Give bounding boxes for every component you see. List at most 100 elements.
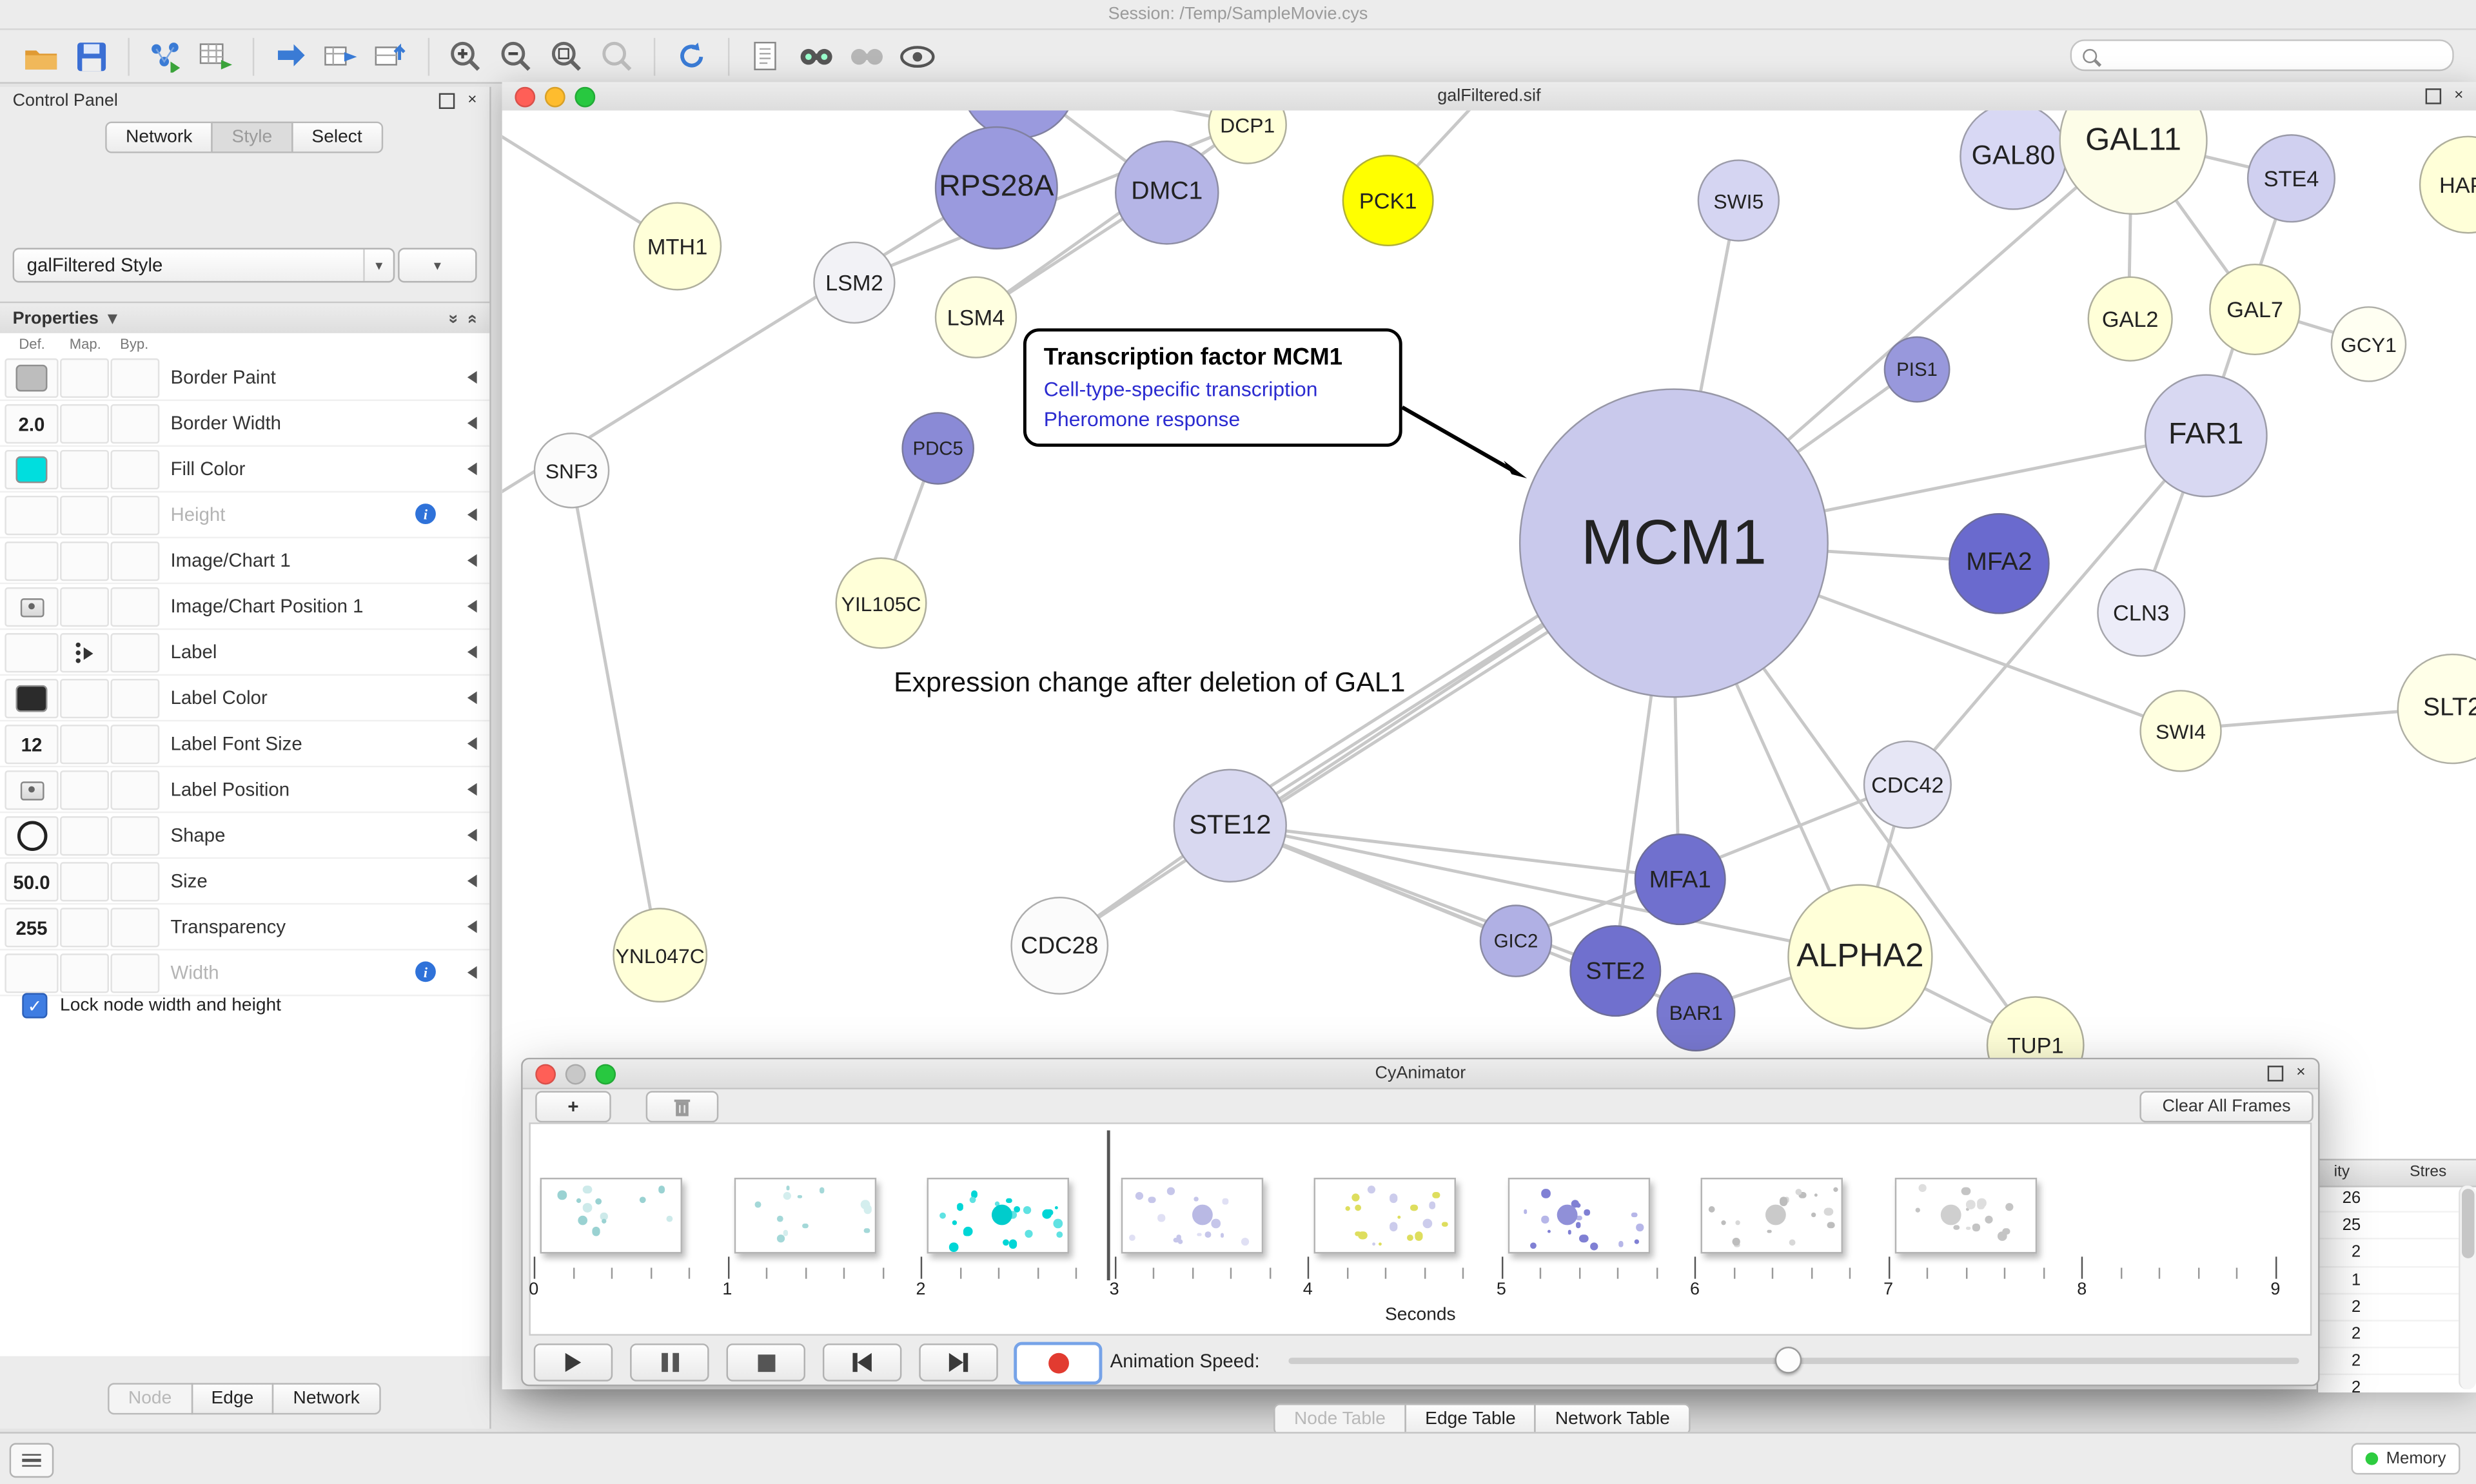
network-node-gal2[interactable]: GAL2	[2087, 276, 2173, 362]
mapping-cell[interactable]	[60, 725, 109, 765]
mapping-cell[interactable]	[60, 358, 109, 398]
mapping-cell[interactable]	[60, 908, 109, 948]
expand-row-icon[interactable]	[467, 416, 477, 430]
playhead[interactable]	[1106, 1130, 1110, 1281]
default-cell[interactable]: 2.0	[5, 404, 59, 444]
bypass-cell[interactable]	[110, 542, 160, 581]
frame-thumbnail-0[interactable]	[540, 1177, 682, 1254]
default-cell[interactable]: 50.0	[5, 862, 59, 902]
lock-size-row[interactable]: ✓ Lock node width and height	[22, 993, 281, 1019]
table-row[interactable]: 25	[2318, 1213, 2459, 1240]
mapping-cell[interactable]	[60, 816, 109, 856]
property-row-image-chart-1[interactable]: Image/Chart 1	[0, 538, 490, 585]
network-node-gcy1[interactable]: GCY1	[2330, 306, 2407, 382]
property-row-label-color[interactable]: Label Color	[0, 676, 490, 722]
export-network-icon[interactable]	[270, 35, 311, 77]
network-node-mcm1[interactable]: MCM1	[1518, 388, 1829, 698]
table-row[interactable]: 2	[2318, 1349, 2459, 1376]
table-header-row[interactable]: ity Stres	[2318, 1158, 2476, 1187]
property-row-label[interactable]: Label	[0, 630, 490, 676]
expand-row-icon[interactable]	[467, 966, 477, 979]
property-row-label-position[interactable]: Label Position	[0, 767, 490, 814]
network-node-cdc28[interactable]: CDC28	[1010, 897, 1109, 995]
bypass-cell[interactable]	[110, 404, 160, 444]
mapping-cell[interactable]	[60, 542, 109, 581]
expand-row-icon[interactable]	[467, 371, 477, 384]
default-cell[interactable]	[5, 542, 59, 581]
default-cell[interactable]	[5, 495, 59, 536]
network-node-ynl047c[interactable]: YNL047C	[613, 908, 708, 1003]
find-next-icon[interactable]	[847, 35, 888, 77]
network-node-bar1[interactable]: BAR1	[1656, 972, 1736, 1052]
property-row-border-paint[interactable]: Border Paint	[0, 355, 490, 402]
default-cell[interactable]	[5, 953, 59, 993]
expand-row-icon[interactable]	[467, 874, 477, 888]
float-window-icon[interactable]	[439, 93, 455, 109]
table-row[interactable]: 2	[2318, 1322, 2459, 1349]
property-row-image-chart-position-1[interactable]: Image/Chart Position 1	[0, 584, 490, 630]
zoom-in-icon[interactable]	[446, 35, 487, 77]
default-cell[interactable]	[5, 816, 59, 856]
table-row[interactable]: 2	[2318, 1376, 2459, 1392]
network-node-lsm2[interactable]: LSM2	[813, 241, 896, 324]
frame-thumbnail-1[interactable]	[733, 1177, 876, 1254]
table-scrollbar[interactable]	[2459, 1186, 2476, 1390]
zoom-fit-icon[interactable]	[546, 35, 587, 77]
network-node-ste12[interactable]: STE12	[1173, 768, 1287, 883]
delete-frame-button[interactable]	[645, 1091, 719, 1123]
network-node-pck1[interactable]: PCK1	[1342, 155, 1434, 247]
frame-thumbnail-4[interactable]	[1314, 1177, 1457, 1254]
tab-node[interactable]: Node	[108, 1383, 193, 1415]
mapping-cell[interactable]	[60, 953, 109, 993]
network-node-pdc5[interactable]: PDC5	[901, 412, 975, 485]
table-row[interactable]: 26	[2318, 1186, 2459, 1213]
default-cell[interactable]	[5, 679, 59, 719]
network-node-cdc42[interactable]: CDC42	[1863, 740, 1952, 829]
style-options-button[interactable]: ▾	[398, 248, 477, 283]
checkbox-checked-icon[interactable]: ✓	[22, 993, 48, 1019]
default-cell[interactable]	[5, 587, 59, 627]
annotation-link[interactable]: Cell-type-specific transcription	[1043, 377, 1318, 402]
mapping-cell[interactable]	[60, 862, 109, 902]
frame-thumbnail-6[interactable]	[1701, 1177, 1843, 1254]
find-first-icon[interactable]	[796, 35, 837, 77]
pause-button[interactable]	[630, 1343, 709, 1381]
bypass-cell[interactable]	[110, 725, 160, 765]
zoom-traffic-light[interactable]	[575, 86, 596, 107]
expand-row-icon[interactable]	[467, 645, 477, 659]
float-window-icon[interactable]	[2268, 1066, 2284, 1082]
mapping-cell[interactable]	[60, 633, 109, 673]
network-node-dmc1[interactable]: DMC1	[1114, 140, 1219, 245]
network-node-mfa2[interactable]: MFA2	[1949, 513, 2050, 614]
search-input[interactable]	[2070, 39, 2454, 72]
default-cell[interactable]	[5, 770, 59, 810]
info-icon[interactable]: i	[415, 961, 436, 982]
tab-select[interactable]: Select	[291, 121, 383, 153]
mapping-cell[interactable]	[60, 449, 109, 490]
bypass-cell[interactable]	[110, 816, 160, 856]
expand-row-icon[interactable]	[467, 462, 477, 476]
frame-thumbnail-2[interactable]	[927, 1177, 1070, 1254]
frame-thumbnail-3[interactable]	[1120, 1177, 1263, 1254]
snapshot-icon[interactable]	[745, 35, 787, 77]
memory-button[interactable]: Memory	[2351, 1443, 2461, 1475]
network-node-swi5[interactable]: SWI5	[1697, 159, 1780, 242]
table-col-stress[interactable]: Stres	[2410, 1163, 2447, 1181]
tab-style[interactable]: Style	[211, 121, 293, 153]
clear-all-frames-button[interactable]: Clear All Frames	[2139, 1091, 2314, 1123]
annotation-link[interactable]: Pheromone response	[1043, 407, 1241, 431]
expand-row-icon[interactable]	[467, 783, 477, 796]
tab-edge-table[interactable]: Edge Table	[1404, 1403, 1537, 1436]
expand-row-icon[interactable]	[467, 737, 477, 750]
bypass-cell[interactable]	[110, 679, 160, 719]
network-node-mth1[interactable]: MTH1	[633, 202, 722, 291]
expand-all-icon[interactable]: »	[462, 313, 482, 323]
bypass-cell[interactable]	[110, 587, 160, 627]
info-icon[interactable]: i	[415, 503, 436, 525]
network-node-rps28a[interactable]: RPS28A	[934, 126, 1058, 249]
